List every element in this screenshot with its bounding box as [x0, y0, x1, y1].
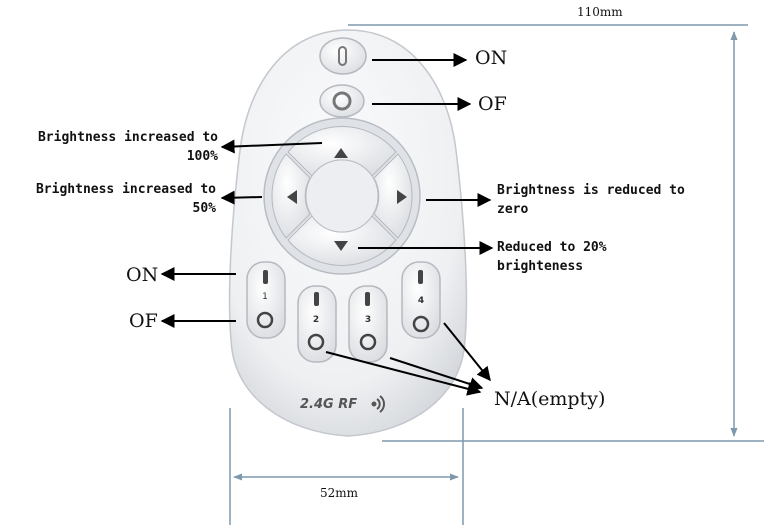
zone-1-button[interactable] — [246, 261, 286, 339]
arrow-right-icon[interactable] — [397, 190, 407, 204]
power-on-button[interactable] — [319, 37, 367, 75]
label-right-button: Brightness is reduced to zero — [497, 181, 685, 219]
arrow-up-icon[interactable] — [334, 148, 348, 158]
wireless-signal-icon — [371, 395, 385, 413]
zone-3-number: 3 — [365, 315, 371, 325]
zone-2-button[interactable] — [297, 285, 337, 363]
label-up-line2: 100% — [186, 149, 218, 164]
label-down-line2: brighteness — [497, 259, 584, 274]
label-up-button: Brightness increased to 100% — [6, 128, 218, 166]
label-right-line2: zero — [497, 202, 529, 217]
callout-arrows — [160, 53, 494, 396]
label-zone-off: OF — [129, 310, 158, 332]
label-down-line1: Reduced to 20% — [497, 240, 607, 255]
dimension-width: 52mm — [320, 486, 359, 500]
label-off-top: OF — [478, 93, 507, 115]
dimension-height: 110mm — [577, 5, 623, 19]
label-on-top: ON — [475, 47, 508, 69]
arrow-left-icon[interactable] — [287, 190, 297, 204]
label-zone-on: ON — [126, 264, 159, 286]
zone-4-button[interactable] — [401, 261, 441, 339]
brand-label: 2.4G RF — [300, 397, 357, 412]
zone-3-button[interactable] — [348, 285, 388, 363]
label-left-line1: Brightness increased to — [35, 182, 216, 197]
label-down-button: Reduced to 20% brighteness — [497, 238, 607, 276]
label-left-button: Brightness increased to 50% — [4, 180, 216, 218]
label-not-available: N/A(empty) — [494, 388, 606, 410]
label-right-line1: Brightness is reduced to — [497, 183, 685, 198]
zone-4-number: 4 — [418, 296, 424, 306]
label-up-line1: Brightness increased to — [37, 130, 218, 145]
arrow-down-icon[interactable] — [334, 241, 348, 251]
zone-1-number: 1 — [262, 292, 268, 302]
zone-2-number: 2 — [313, 315, 319, 325]
power-off-button[interactable] — [319, 84, 365, 118]
direction-pad — [263, 117, 421, 275]
dimension-lines — [229, 24, 764, 525]
label-left-line2: 50% — [192, 201, 216, 216]
